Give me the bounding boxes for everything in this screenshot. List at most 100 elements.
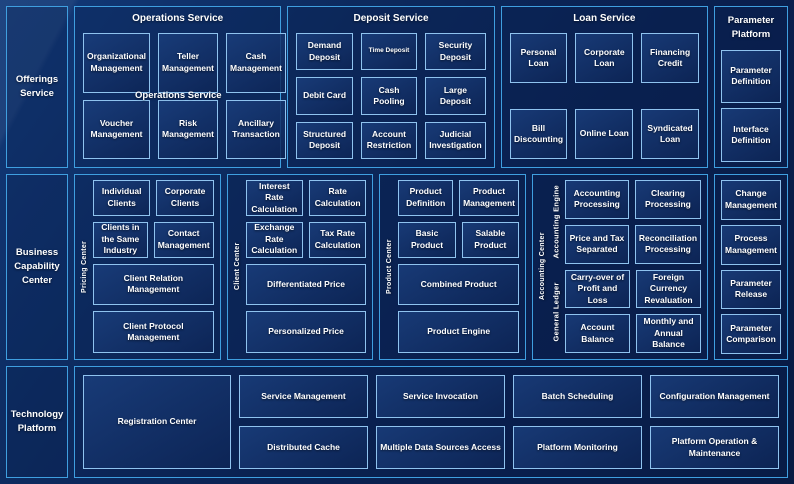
tile-security-deposit[interactable]: Security Deposit — [425, 33, 486, 71]
client-center-vertical-label: Client Center — [233, 242, 241, 291]
tile-rate-calculation[interactable]: Rate Calculation — [309, 180, 367, 216]
param-item-parameter-release[interactable]: Parameter Release — [721, 269, 781, 310]
tile-financing-credit[interactable]: Financing Credit — [641, 33, 699, 83]
tile-corporate-clients[interactable]: Corporate Clients — [156, 180, 214, 216]
tile-configuration-management[interactable]: Configuration Management — [650, 375, 779, 418]
tile-product-definition[interactable]: Product Definition — [398, 180, 454, 216]
panel-accounting-center: Accounting Center Accounting Engine Acco… — [532, 174, 709, 360]
panel-technology-platform: Registration Center Service Management D… — [74, 366, 788, 478]
panel-deposit-service-title: Deposit Service — [353, 13, 429, 24]
client-center-pair-mid: Exchange Rate Calculation Tax Rate Calcu… — [245, 221, 367, 258]
panel-operations-service: Operations Service Organizational Manage… — [74, 6, 286, 168]
tech-column-3: Batch Scheduling Platform Monitoring — [513, 375, 642, 469]
panel-pricing-center: Pricing Center Individual Clients Corpor… — [74, 174, 221, 360]
tile-platform-monitoring[interactable]: Platform Monitoring — [513, 426, 642, 469]
param-item-process-management[interactable]: Process Management — [721, 224, 781, 265]
stub-offerings-service: Offerings Service — [6, 6, 68, 168]
tile-clients-in-the-same-industry[interactable]: Clients in the Same Industry — [93, 221, 148, 258]
row-business-capability-center: Business Capability Center Pricing Cente… — [6, 174, 788, 360]
tile-exchange-rate-calculation[interactable]: Exchange Rate Calculation — [245, 221, 303, 258]
tile-account-restriction[interactable]: Account Restriction — [360, 121, 418, 159]
row-offerings-service: Offerings Service Operations Service Org… — [6, 6, 788, 168]
stub-technology-platform: Technology Platform — [6, 366, 68, 478]
tile-combined-product[interactable]: Combined Product — [398, 263, 520, 306]
tile-contact-management[interactable]: Contact Management — [153, 221, 214, 258]
tile-corporate-loan[interactable]: Corporate Loan — [575, 33, 634, 83]
general-ledger-tiles: Carry-over of Profit and Loss Foreign Cu… — [563, 269, 702, 353]
tile-bill-discounting[interactable]: Bill Discounting — [509, 109, 568, 159]
tile-registration-center[interactable]: Registration Center — [83, 375, 231, 469]
tile-accounting-processing[interactable]: Accounting Processing — [565, 180, 629, 219]
tile-service-management[interactable]: Service Management — [239, 375, 368, 418]
row-technology-platform: Technology Platform Registration Center … — [6, 366, 788, 478]
offerings-panel-group: Operations Service Organizational Manage… — [74, 6, 708, 168]
pricing-center-pair-mid: Clients in the Same Industry Contact Man… — [93, 221, 214, 258]
tile-batch-scheduling[interactable]: Batch Scheduling — [513, 375, 642, 418]
panel-product-center: Product Center Product Definition Produc… — [379, 174, 527, 360]
tile-reconciliation-processing[interactable]: Reconciliation Processing — [634, 224, 702, 264]
pricing-center-vertical-label: Pricing Center — [81, 240, 88, 293]
product-center-vertical-label: Product Center — [386, 239, 394, 294]
tile-individual-clients[interactable]: Individual Clients — [93, 180, 151, 216]
tile-product-engine[interactable]: Product Engine — [398, 311, 520, 353]
tile-platform-operation-and-maintenance[interactable]: Platform Operation & Maintenance — [650, 426, 779, 469]
tile-syndicated-loan[interactable]: Syndicated Loan — [641, 109, 699, 159]
tile-distributed-cache[interactable]: Distributed Cache — [239, 426, 368, 469]
tile-cash-management[interactable]: Cash Management — [226, 33, 286, 93]
tile-teller-management[interactable]: Teller Management — [158, 33, 218, 93]
tile-risk-management[interactable]: Risk Management — [158, 99, 218, 159]
tile-salable-product[interactable]: Salable Product — [461, 221, 520, 258]
tile-organizational-management[interactable]: Organizational Management — [83, 33, 151, 93]
param-item-change-management[interactable]: Change Management — [721, 180, 781, 220]
tile-judicial-investigation[interactable]: Judicial Investigation — [425, 121, 486, 159]
param-item-parameter-definition[interactable]: Parameter Definition — [721, 49, 781, 104]
tile-monthly-and-annual-balance[interactable]: Monthly and Annual Balance — [636, 314, 702, 353]
panel-parameter-platform-top: Parameter Platform Parameter Definition … — [714, 6, 788, 168]
tile-interest-rate-calculation[interactable]: Interest Rate Calculation — [245, 180, 303, 216]
tile-voucher-management[interactable]: Voucher Management — [83, 99, 151, 159]
stub-offerings-service-label: Offerings Service — [15, 74, 59, 99]
accounting-center-sections: Accounting Engine Accounting Processing … — [549, 180, 702, 353]
section-accounting-engine: Accounting Engine Accounting Processing … — [549, 180, 702, 264]
tile-price-and-tax-separated[interactable]: Price and Tax Separated — [565, 224, 629, 264]
tile-foreign-currency-revaluation[interactable]: Foreign Currency Revaluation — [636, 269, 702, 309]
tile-multiple-data-sources-access[interactable]: Multiple Data Sources Access — [376, 426, 505, 469]
client-center-pair-top: Interest Rate Calculation Rate Calculati… — [245, 180, 367, 216]
tile-debit-card[interactable]: Debit Card — [296, 77, 353, 115]
operations-service-tiles: Organizational Management Teller Managem… — [83, 33, 286, 159]
tech-column-1: Service Management Distributed Cache — [239, 375, 368, 469]
tile-online-loan[interactable]: Online Loan — [575, 109, 634, 159]
tile-basic-product[interactable]: Basic Product — [398, 221, 456, 258]
product-center-pair-mid: Basic Product Salable Product — [398, 221, 520, 258]
accounting-center-vertical-label: Accounting Center — [539, 232, 547, 301]
tile-cash-pooling[interactable]: Cash Pooling — [360, 77, 418, 115]
product-center-pair-top: Product Definition Product Management — [398, 180, 520, 216]
tile-service-invocation[interactable]: Service Invocation — [376, 375, 505, 418]
client-center-body: Interest Rate Calculation Rate Calculati… — [244, 180, 367, 353]
tile-large-deposit[interactable]: Large Deposit — [425, 77, 486, 115]
tile-personalized-price[interactable]: Personalized Price — [245, 311, 367, 353]
technology-platform-columns: Service Management Distributed Cache Ser… — [239, 375, 779, 469]
panel-operations-service-title: Operations Service — [132, 13, 224, 24]
tile-structured-deposit[interactable]: Structured Deposit — [296, 121, 353, 159]
tile-personal-loan[interactable]: Personal Loan — [509, 33, 568, 83]
tile-demand-deposit[interactable]: Demand Deposit — [296, 33, 353, 71]
deposit-service-tiles: Demand Deposit Time Deposit Security Dep… — [296, 33, 486, 159]
stub-business-capability-center-label: Business Capability Center — [14, 247, 60, 286]
tile-client-protocol-management[interactable]: Client Protocol Management — [93, 311, 214, 353]
param-item-interface-definition[interactable]: Interface Definition — [721, 108, 781, 162]
tile-client-relation-management[interactable]: Client Relation Management — [93, 263, 214, 306]
section-general-ledger: General Ledger Carry-over of Profit and … — [549, 269, 702, 353]
stub-technology-platform-label: Technology Platform — [10, 409, 64, 434]
tile-clearing-processing[interactable]: Clearing Processing — [634, 180, 702, 219]
param-item-parameter-comparison[interactable]: Parameter Comparison — [721, 314, 781, 354]
tile-differentiated-price[interactable]: Differentiated Price — [245, 263, 367, 306]
tile-ancillary-transaction[interactable]: Ancillary Transaction — [226, 99, 286, 159]
tile-account-balance[interactable]: Account Balance — [565, 314, 631, 353]
stub-business-capability-center: Business Capability Center — [6, 174, 68, 360]
tile-product-management[interactable]: Product Management — [459, 180, 520, 216]
tile-tax-rate-calculation[interactable]: Tax Rate Calculation — [309, 221, 367, 258]
general-ledger-vertical-label: General Ledger — [551, 281, 561, 341]
tile-carry-over-of-profit-and-loss[interactable]: Carry-over of Profit and Loss — [565, 269, 631, 309]
tile-time-deposit[interactable]: Time Deposit — [360, 33, 418, 71]
